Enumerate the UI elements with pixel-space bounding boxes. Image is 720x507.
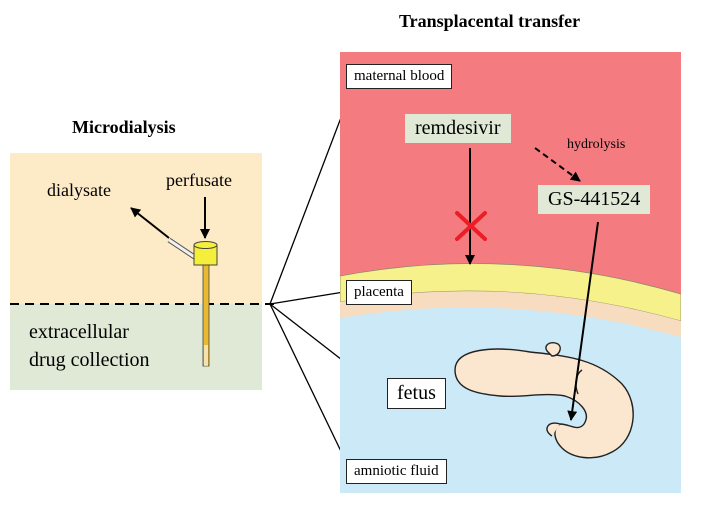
microdialysis-panel [10,153,275,390]
microdialysis-probe-icon [167,237,218,367]
remdesivir-box: remdesivir [405,114,511,143]
collection-label-line2: drug collection [29,349,150,371]
fetus-icon [454,342,634,459]
placenta-label: placenta [346,280,412,305]
amniotic-fluid-label: amniotic fluid [346,459,447,484]
perfusate-label: perfusate [166,170,232,190]
blocked-cross-icon [455,211,487,241]
dialysate-label: dialysate [47,180,111,200]
tissue-lower-region [10,304,262,390]
placenta-inner-band [340,291,681,337]
hydrolysis-label: hydrolysis [567,137,626,152]
transplacental-title: Transplacental transfer [399,11,581,31]
gs-441524-box: GS-441524 [538,185,651,214]
microdialysis-title: Microdialysis [72,117,176,137]
fetus-label: fetus [387,378,446,409]
maternal-blood-label: maternal blood [346,64,453,89]
tissue-upper-region [10,153,262,304]
gs-441524-arrow [567,221,599,421]
dialysate-arrow [130,207,170,239]
collection-label-line1: extracellular [29,321,129,343]
